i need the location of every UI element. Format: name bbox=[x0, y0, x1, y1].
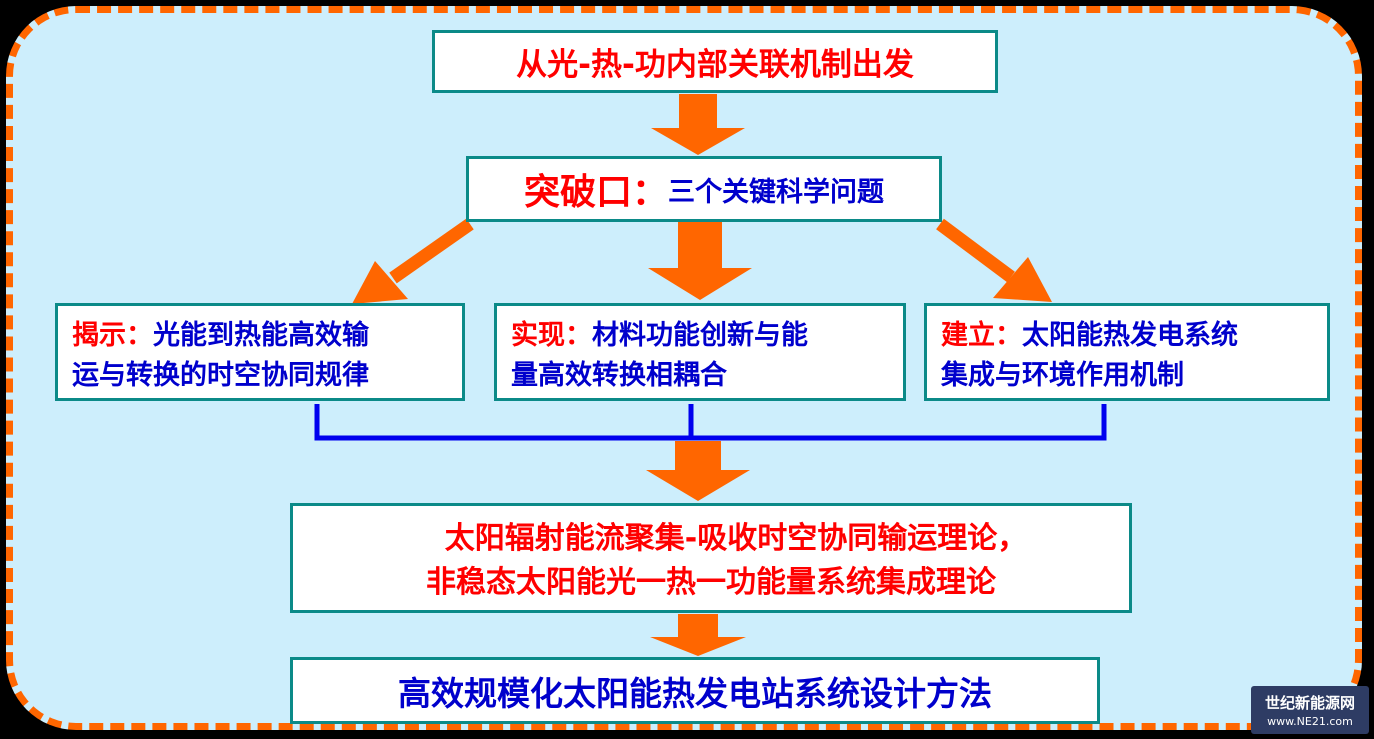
watermark-logo: 世纪新能源网 www.NE21.com bbox=[1251, 686, 1369, 734]
arrow-down-2 bbox=[648, 222, 752, 300]
arrow-diag-left-shaft bbox=[389, 218, 474, 284]
establish-text-2: 集成与环境作用机制 bbox=[941, 360, 1184, 391]
theory-box: 太阳辐射能流聚集-吸收时空协同输运理论， 非稳态太阳能光一热一功能量系统集成理论 bbox=[290, 503, 1132, 613]
arrow-down-4 bbox=[650, 614, 746, 656]
realize-text-1: 材料功能创新与能 bbox=[592, 320, 808, 351]
origin-text: 从光-热-功内部关联机制出发 bbox=[516, 47, 914, 83]
arrow-down-3 bbox=[646, 441, 750, 501]
reveal-box: 揭示：光能到热能高效输 运与转换的时空协同规律 bbox=[55, 303, 465, 401]
arrow-diag-right-shaft bbox=[936, 218, 1015, 283]
establish-key: 建立： bbox=[941, 320, 1022, 351]
realize-text-2: 量高效转换相耦合 bbox=[511, 360, 727, 391]
method-text: 高效规模化太阳能热发电站系统设计方法 bbox=[398, 673, 992, 713]
breakthrough-text: 三个关键科学问题 bbox=[668, 176, 884, 208]
arrow-diag-left-head bbox=[352, 261, 408, 304]
breakthrough-key: 突破口： bbox=[523, 172, 668, 213]
method-box: 高效规模化太阳能热发电站系统设计方法 bbox=[290, 657, 1100, 724]
origin-box: 从光-热-功内部关联机制出发 bbox=[432, 30, 998, 93]
realize-key: 实现： bbox=[511, 320, 592, 351]
theory-line-1: 太阳辐射能流聚集-吸收时空协同输运理论， bbox=[444, 521, 1028, 556]
establish-box: 建立：太阳能热发电系统 集成与环境作用机制 bbox=[924, 303, 1330, 401]
arrow-diag-right-head bbox=[993, 257, 1052, 302]
connector-bracket bbox=[314, 404, 1107, 441]
breakthrough-box: 突破口： 三个关键科学问题 bbox=[466, 156, 942, 222]
reveal-key: 揭示： bbox=[72, 320, 153, 351]
establish-text-1: 太阳能热发电系统 bbox=[1022, 320, 1238, 351]
reveal-text-1: 光能到热能高效输 bbox=[153, 320, 369, 351]
watermark-url: www.NE21.com bbox=[1267, 715, 1353, 728]
watermark-title: 世纪新能源网 bbox=[1264, 694, 1355, 712]
arrow-down-1 bbox=[651, 94, 745, 155]
theory-line-2: 非稳态太阳能光一热一功能量系统集成理论 bbox=[426, 565, 996, 600]
realize-box: 实现：材料功能创新与能 量高效转换相耦合 bbox=[494, 303, 906, 401]
reveal-text-2: 运与转换的时空协同规律 bbox=[72, 360, 369, 391]
